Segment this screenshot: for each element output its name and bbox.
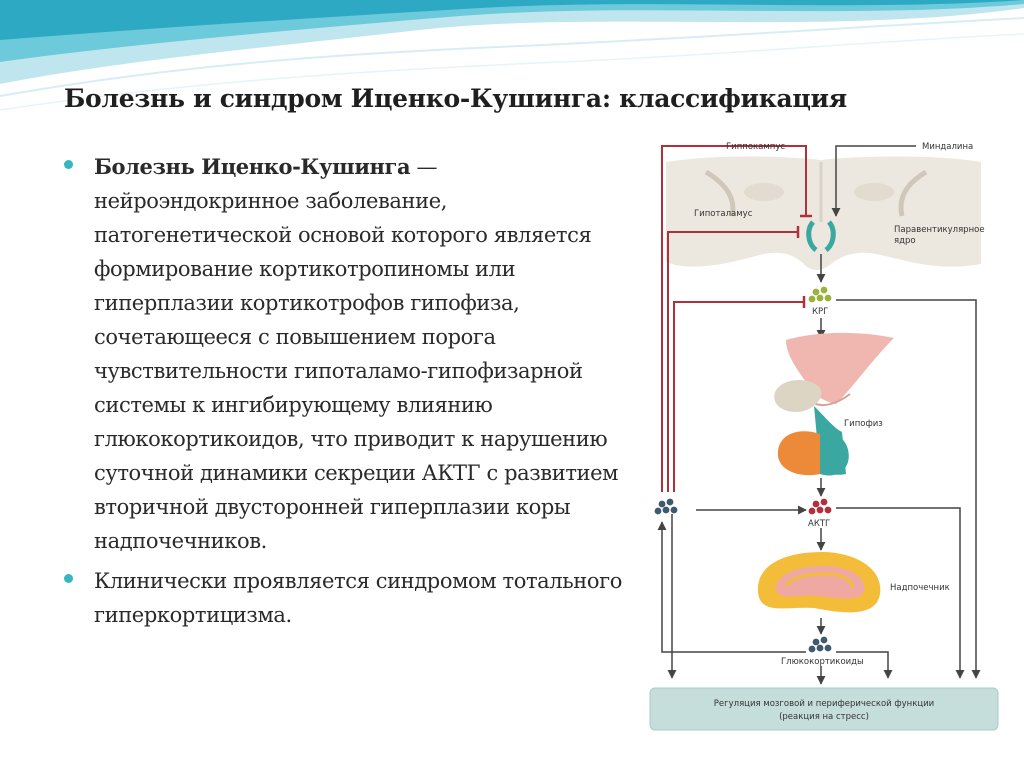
glucocorticoid-granules (808, 636, 832, 653)
label-pituitary: Гипофиз (844, 419, 883, 429)
inhibition-path-hippocampus (661, 145, 807, 492)
label-regulation-1: Регуляция мозговой и периферической функ… (714, 699, 934, 709)
bullet-list: Болезнь Иценко-Кушинга — нейроэндокринно… (64, 150, 624, 632)
label-pvn-2: ядро (894, 236, 916, 246)
inhibition-path-pituitary (673, 301, 804, 492)
amygdala-path (831, 145, 916, 217)
label-regulation-2: (реакция на стресс) (779, 712, 869, 722)
regulation-box (649, 687, 999, 731)
brain-section (666, 156, 981, 270)
bullet-term: Болезнь Иценко-Кушинга (94, 154, 411, 179)
label-pvn-1: Паравентикулярное (894, 225, 985, 235)
bullet-dot-icon (64, 574, 73, 583)
inhibition-path-hypothalamus (667, 231, 798, 492)
crh-granules (808, 286, 832, 303)
paraventricular-nucleus (806, 220, 818, 252)
label-amygdala: Миндалина (922, 142, 973, 152)
hpa-axis-diagram: Гиппокампус Миндалина Гипоталамус Параве… (649, 142, 999, 731)
left-granules (654, 498, 678, 515)
adrenal-gland (757, 552, 881, 613)
label-crh: КРГ (812, 307, 828, 317)
label-hippocampus: Гиппокампус (726, 142, 785, 152)
pituitary-gland (774, 332, 894, 476)
bullet-text: Клинически проявляется синдромом тотальн… (94, 569, 622, 627)
bullet-item: Болезнь Иценко-Кушинга — нейроэндокринно… (64, 150, 624, 558)
slide-title: Болезнь и синдром Иценко-Кушинга: класси… (64, 84, 847, 113)
label-glucocorticoids: Глюкокортикоиды (781, 657, 864, 667)
acth-granules (808, 498, 832, 515)
bullet-item: Клинически проявляется синдромом тотальн… (64, 564, 624, 632)
header-waves-decoration (0, 0, 1024, 111)
label-hypothalamus: Гипоталамус (694, 209, 753, 219)
label-adrenal: Надпочечник (890, 583, 950, 593)
bullet-text: — нейроэндокринное заболевание, патогене… (94, 155, 619, 553)
label-acth: АКТГ (808, 519, 830, 529)
bullet-dot-icon (64, 160, 73, 169)
